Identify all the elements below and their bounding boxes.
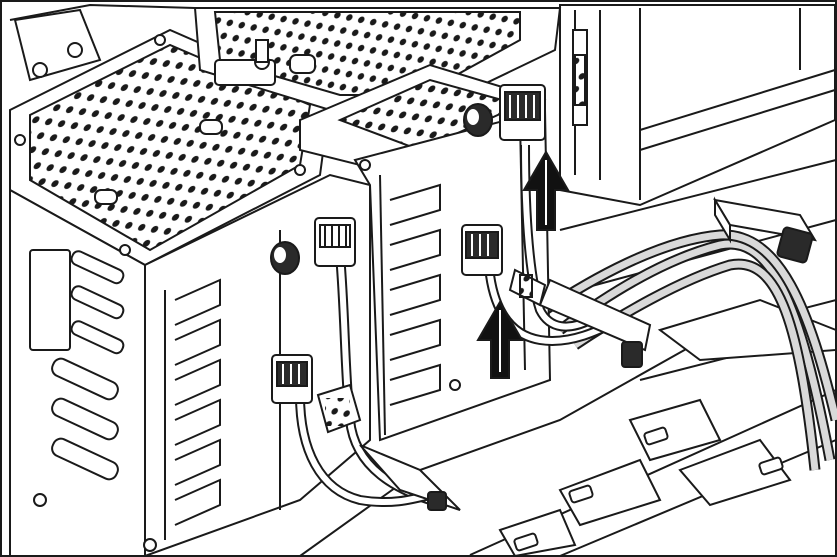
expansion-card — [572, 29, 588, 126]
floor-connector-left — [359, 444, 461, 511]
chassis-rear-wall — [559, 4, 836, 207]
floor-slots — [513, 426, 784, 552]
connector-lower-left — [271, 354, 313, 404]
left-drive-cage — [9, 28, 371, 557]
thumbscrew-left — [270, 241, 300, 275]
rear-connector-block — [713, 196, 817, 264]
cable-connector-icon — [271, 84, 546, 434]
thumbscrew-right — [463, 103, 493, 137]
up-arrow-icon — [522, 150, 570, 231]
backplane-socket — [316, 383, 362, 434]
up-arrow-icon — [476, 300, 524, 379]
connector-top-right — [499, 84, 546, 141]
floor-connector-right — [508, 268, 652, 368]
connector-mid-right — [461, 224, 503, 276]
connector-top-left — [314, 217, 356, 267]
